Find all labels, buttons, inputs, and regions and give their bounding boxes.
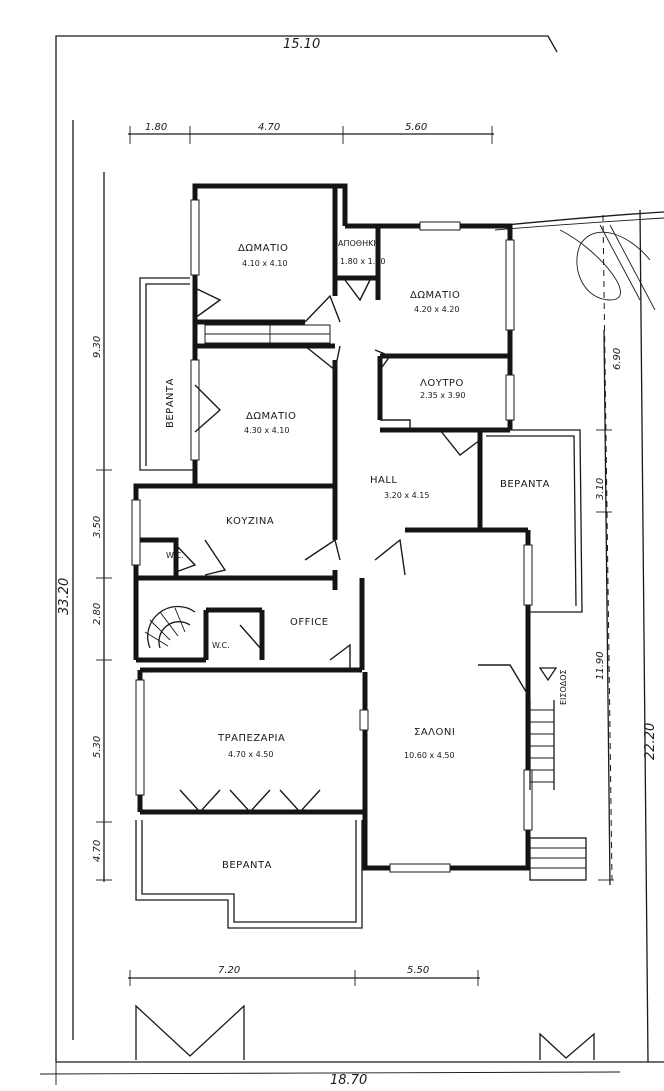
dim-top-1: 1.80 [145, 122, 167, 133]
bedroom1-size: 4.10 x 4.10 [242, 259, 287, 268]
dining-label: ΤΡΑΠΕΖΑΡΙΑ [217, 733, 285, 744]
left-dimension-line [72, 120, 112, 1040]
bath-size: 2.35 x 3.90 [420, 391, 465, 400]
bedroom1-label: ΔΩΜΑΤΙΟ [238, 243, 288, 254]
hall-size: 3.20 x 4.15 [384, 491, 429, 500]
dim-bottom-total: 18.70 [330, 1073, 367, 1088]
entrance-label: ΕΙΣΟΔΟΣ [559, 669, 568, 705]
dining-size: 4.70 x 4.50 [228, 750, 273, 759]
veranda-right-label: ΒΕΡΑΝΤΑ [500, 479, 550, 490]
bath-label: ΛΟΥΤΡΟ [420, 378, 464, 389]
dim-left-total: 33.20 [57, 578, 72, 615]
dim-top-2: 4.70 [258, 122, 280, 133]
exterior-walls [133, 183, 531, 871]
dim-right-3: 11.90 [595, 651, 606, 680]
living-label: ΣΑΛΟΝΙ [414, 727, 455, 738]
bedroom2-size: 4.20 x 4.20 [414, 305, 459, 314]
hall-label: HALL [370, 475, 398, 486]
veranda-left-label: ΒΕΡΑΝΤΑ [165, 378, 176, 428]
wc2-label: W.C. [212, 641, 230, 650]
dim-right-total: 22.20 [643, 723, 658, 760]
dim-top-total: 15.10 [283, 37, 320, 52]
wc1-label: W.C. [166, 551, 184, 560]
bedroom2-label: ΔΩΜΑΤΙΟ [410, 290, 460, 301]
storage-size: 1.80 x 1.50 [340, 257, 385, 266]
bedroom3-size: 4.30 x 4.10 [244, 426, 289, 435]
spiral-stair [144, 605, 196, 649]
dim-left-2: 3.50 [92, 516, 103, 538]
living-size: 10.60 x 4.50 [404, 751, 455, 760]
dim-bottom-2: 5.50 [407, 965, 429, 976]
storage-label: ΑΠΟΘΗΚΗ [338, 239, 379, 248]
dim-left-5: 4.70 [92, 840, 103, 862]
right-dimension-line [596, 329, 614, 886]
top-dimension-line [128, 126, 494, 144]
dim-left-3: 2.80 [92, 603, 103, 625]
veranda-bottom-label: ΒΕΡΑΝΤΑ [222, 860, 272, 871]
plot-boundary [39, 35, 664, 1085]
bedroom3-label: ΔΩΜΑΤΙΟ [246, 411, 296, 422]
dim-left-1: 9.30 [92, 336, 103, 358]
office-label: OFFICE [290, 617, 329, 628]
bottom-dimension-line [128, 970, 480, 986]
entrance-steps [529, 667, 587, 881]
dim-right-2: 3.10 [595, 478, 606, 500]
windows [131, 199, 533, 873]
kitchen-label: ΚΟΥΖΙΝΑ [226, 516, 274, 527]
site-entry-markers [135, 1004, 595, 1060]
dim-top-3: 5.60 [405, 122, 427, 133]
verandas [135, 277, 583, 929]
doors [175, 279, 529, 814]
dim-right-1: 6.90 [612, 348, 623, 370]
dim-bottom-1: 7.20 [218, 965, 240, 976]
dim-left-4: 5.30 [92, 736, 103, 758]
